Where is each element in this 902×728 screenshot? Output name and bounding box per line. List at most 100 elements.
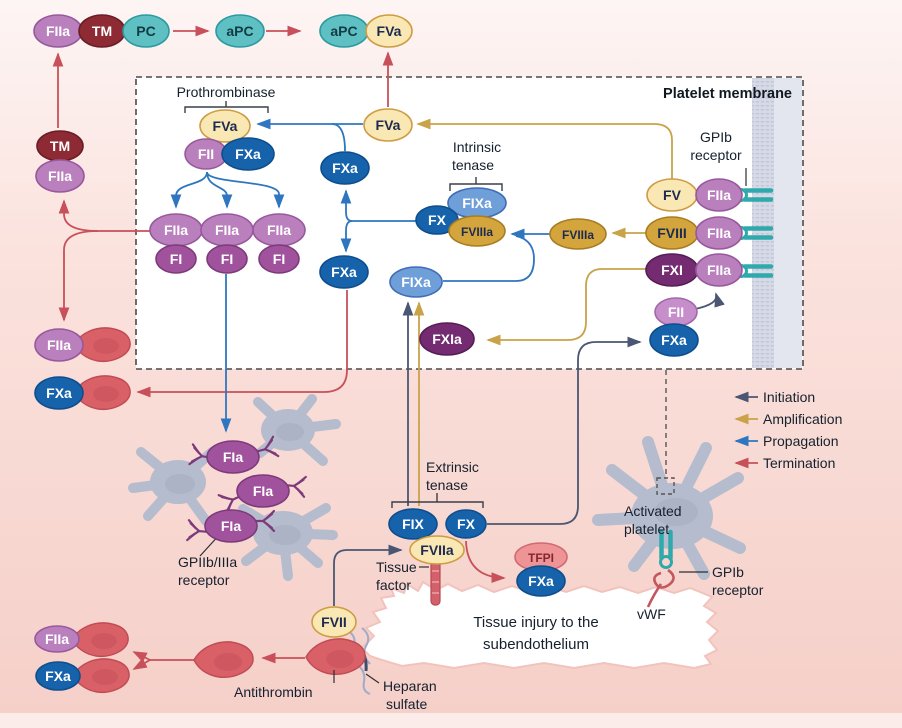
zoom-callout-box [656,477,675,495]
node-fiia-bottom [34,625,80,653]
antithrombin-label: Antithrombin [234,684,313,700]
gpib-label-top-2: receptor [690,147,742,163]
label-fiia-row1: FIIa [707,187,731,203]
activated-platelet [592,436,746,580]
arrow-fvii-to-fviia [333,544,403,606]
vwf-label: vWF [637,606,666,622]
arrow-fx-to-fxa-lower [340,220,353,253]
label-fiia-bottom: FIIa [45,631,69,647]
node-labels: FIIa TM PC aPC aPC FVa TM FIIa FIIa FXa … [45,23,731,684]
arrow-fxa-to-antithrombin [136,290,348,398]
bottom-margin-strip [0,713,902,728]
node-fviia [409,535,465,565]
prothrombinase-bracket [184,101,269,113]
node-fva-top [365,14,413,48]
label-fixa-tenase: FIXa [462,195,492,211]
node-fxa-lower [319,255,369,289]
legend-label-termination: Termination [763,455,835,471]
activated-platelet-label-1: Activated [624,503,682,519]
label-fxa-bottom: FXa [45,668,71,684]
label-fiia-left: FIIa [48,168,72,184]
vwf-strand [646,568,675,608]
label-fxa-upper: FXa [332,160,358,176]
line-fixa-to-tenase [443,235,535,282]
label-pc: PC [136,23,155,39]
label-fix: FIX [402,516,424,532]
node-fvii [311,606,357,638]
arrow-to-fiia-antithrombin [58,230,99,322]
arrows [52,25,725,670]
gpib-label-bottom-1: GPIb [712,564,744,580]
activated-platelet-label-2: platelet [624,521,669,537]
node-fi-pair3 [258,244,300,274]
heparan-label-2: sulfate [386,696,427,712]
legend-label-amplification: Amplification [763,411,842,427]
node-fxia [419,322,475,356]
injury-label-2: subendothelium [483,636,589,653]
label-fx-ext: FX [457,516,476,532]
arrow-blob-to-fxa [132,658,151,670]
node-fiia-row1 [695,178,743,212]
label-tm-left: TM [50,138,70,154]
label-fiia-pair2: FIIa [215,222,239,238]
label-fviiia-mid: FVIIIa [562,228,594,242]
label-fii-proth: FII [198,146,214,162]
blob-fiia-mid [73,327,131,363]
node-fx-extrinsic [445,509,487,539]
label-fixa-free: FIXa [401,274,431,290]
node-fiia-row3 [695,253,743,287]
antithrombin-free-mid [193,641,254,678]
node-fxa-tfpi [516,565,566,597]
arrow-fii-to-fiia-3 [206,171,285,209]
nodes [33,14,743,691]
injury-label-1: Tissue injury to the [473,614,598,631]
label-fxa-member: FXa [661,332,687,348]
legend-label-propagation: Propagation [763,433,839,449]
blob-fxa-bottom [72,658,130,694]
label-fxa-at-mid: FXa [46,385,72,401]
node-fiia-at-mid [34,328,84,362]
gpib-label-bottom-2: receptor [712,582,764,598]
node-apc1 [215,14,265,48]
label-fiia-row3: FIIa [707,262,731,278]
node-fviiia-tenase [448,215,506,247]
gpib-label-top-1: GPIb [700,129,732,145]
intrinsic-tenase-bracket [449,177,503,191]
arrow-fv-to-fva [416,118,673,183]
node-fixa-free [389,266,443,298]
node-fxa-bottom [35,661,81,691]
platelet-cluster [128,394,341,581]
label-tfpi: TFPI [528,551,554,565]
extrinsic-tenase-label-1: Extrinsic [426,459,479,475]
label-fii-free: FII [668,304,684,320]
arrow-fx-to-fxa-member [487,336,642,525]
tissue-factor-rod [430,558,441,606]
label-fi-pair2: FI [221,251,233,267]
label-fiia-top: FIIa [46,23,70,39]
label-fia-2: FIa [253,483,273,499]
gpiib-iiia-label-2: receptor [178,572,230,588]
label-fxa-lower: FXa [331,264,357,280]
brackets [184,101,503,508]
blob-fxa-mid [73,375,131,411]
label-fia-1: FIa [223,449,243,465]
node-fiia-row2 [695,216,743,250]
antithrombin-free-right [305,638,366,675]
label-fxa-proth: FXa [235,146,261,162]
label-fi-pair3: FI [273,251,285,267]
line-fxa-joins-fva [331,123,346,152]
node-fva-prothrombinase [199,109,251,143]
label-fviiia-tenase: FVIIIa [461,225,493,239]
label-fva-top: FVa [377,23,402,39]
platelet-1 [253,394,341,466]
static-labels: Platelet membrane Prothrombinase Intrins… [177,84,792,712]
extrinsic-tenase-label-2: tenase [426,477,468,493]
node-fxa-upper [320,151,370,185]
heparan-label-1: Heparan [383,678,437,694]
intrinsic-tenase-label-2: tenase [452,157,494,173]
legend: Initiation Amplification Propagation Ter… [734,389,842,471]
tissue-injury-shape [360,580,720,670]
membrane-box-border [135,76,804,370]
node-fiia-left [35,159,85,193]
